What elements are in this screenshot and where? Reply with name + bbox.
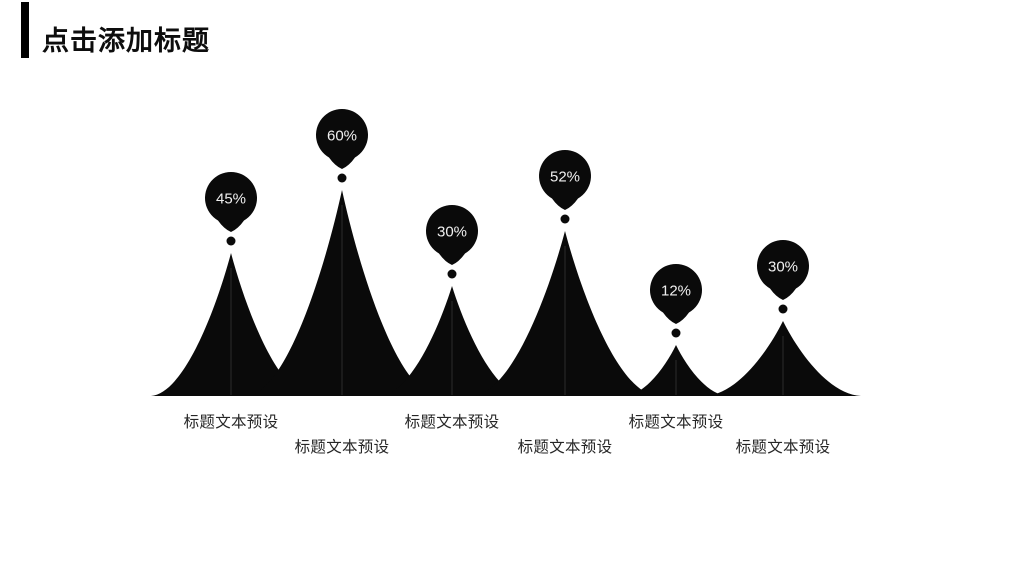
- peak-dot: [560, 214, 570, 224]
- peak-label[interactable]: 标题文本预设: [629, 413, 724, 431]
- peak-label[interactable]: 标题文本预设: [405, 413, 500, 431]
- mountain-peak: [624, 345, 728, 396]
- peak-dot: [226, 236, 236, 246]
- page-title[interactable]: 点击添加标题: [42, 26, 210, 57]
- value-balloon: [539, 149, 591, 210]
- balloon-value: 12%: [661, 283, 691, 300]
- balloon-value: 52%: [550, 169, 580, 186]
- value-balloon: [757, 239, 810, 300]
- markers-layer: 45% 标题文本预设 60% 标题文本预设 30% 标题文本预设 52% 标题文本预设 12% 标…: [184, 108, 831, 456]
- title-placeholder[interactable]: 点击添加标题: [21, 2, 210, 58]
- balloon-value: 45%: [216, 191, 246, 208]
- peak-label[interactable]: 标题文本预设: [736, 438, 831, 456]
- peak-label[interactable]: 标题文本预设: [184, 413, 279, 431]
- mountain-peak: [247, 190, 437, 396]
- mountain-peak: [151, 253, 311, 396]
- mountains-layer: [151, 190, 861, 396]
- peak-dot: [337, 173, 347, 183]
- value-balloon: [426, 204, 479, 265]
- value-balloon: [649, 263, 702, 324]
- peak-dot: [778, 304, 788, 314]
- mountain-peak: [473, 231, 657, 396]
- value-balloon: [205, 171, 258, 232]
- mountain-peak: [705, 321, 861, 396]
- title-accent-bar: [21, 2, 29, 58]
- peak-dot: [447, 269, 457, 279]
- balloon-value: 60%: [327, 128, 357, 145]
- balloon-value: 30%: [768, 259, 798, 276]
- balloon-value: 30%: [437, 224, 467, 241]
- value-balloon: [316, 108, 369, 169]
- peak-label[interactable]: 标题文本预设: [518, 438, 613, 456]
- peak-label[interactable]: 标题文本预设: [295, 438, 390, 456]
- peak-dot: [671, 328, 681, 338]
- mountain-peak: [380, 286, 524, 396]
